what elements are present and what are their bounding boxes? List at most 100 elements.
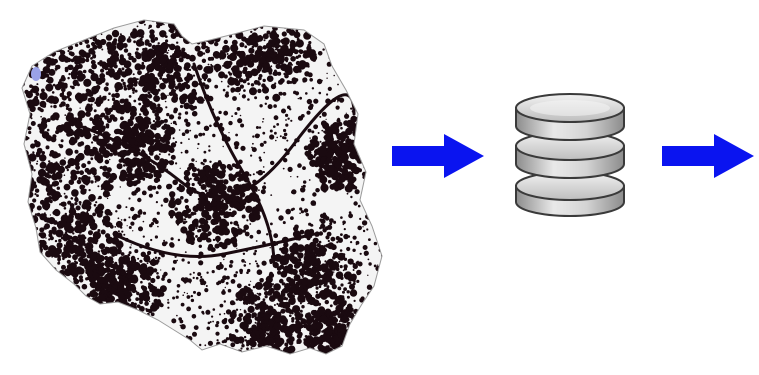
land-cover-patch bbox=[48, 58, 56, 66]
land-cover-patch bbox=[201, 73, 208, 80]
land-cover-patch bbox=[88, 230, 93, 236]
land-cover-patch bbox=[158, 107, 163, 112]
land-cover-patch bbox=[75, 170, 80, 175]
land-cover-patch bbox=[252, 12, 257, 17]
land-cover-patch bbox=[349, 356, 354, 361]
land-cover-patch bbox=[269, 337, 274, 341]
land-cover-patch bbox=[187, 278, 192, 283]
land-cover-patch bbox=[378, 189, 382, 195]
land-cover-patch bbox=[343, 79, 348, 84]
land-cover-patch bbox=[30, 51, 34, 55]
land-cover-patch bbox=[290, 63, 293, 66]
land-cover-patch bbox=[276, 136, 279, 139]
land-cover-patch bbox=[369, 109, 372, 112]
land-cover-patch bbox=[36, 83, 39, 86]
land-cover-patch bbox=[22, 172, 25, 176]
land-cover-patch bbox=[258, 302, 264, 308]
land-cover-patch bbox=[348, 213, 353, 219]
land-cover-patch bbox=[204, 288, 209, 293]
land-cover-patch bbox=[304, 292, 312, 299]
land-cover-patch bbox=[107, 365, 112, 370]
land-cover-patch bbox=[121, 309, 124, 312]
land-cover-patch bbox=[79, 57, 86, 64]
land-cover-patch bbox=[132, 230, 134, 232]
land-cover-patch bbox=[72, 171, 75, 175]
land-cover-patch bbox=[116, 273, 119, 276]
land-cover-patch bbox=[14, 141, 15, 148]
land-cover-patch bbox=[107, 297, 112, 303]
land-cover-patch bbox=[223, 339, 228, 343]
land-cover-patch bbox=[67, 107, 73, 112]
land-cover-patch bbox=[240, 145, 246, 151]
land-cover-patch bbox=[369, 215, 372, 217]
land-cover-patch bbox=[343, 120, 349, 126]
land-cover-patch bbox=[157, 256, 161, 260]
land-cover-patch bbox=[22, 46, 25, 55]
land-cover-patch bbox=[319, 115, 322, 118]
land-cover-patch bbox=[364, 102, 367, 105]
land-cover-patch bbox=[33, 169, 36, 172]
land-cover-patch bbox=[46, 293, 53, 300]
land-cover-patch bbox=[366, 334, 371, 340]
land-cover-patch bbox=[298, 22, 304, 28]
land-cover-patch bbox=[256, 65, 262, 71]
land-cover-patch bbox=[142, 211, 147, 215]
land-cover-patch bbox=[180, 324, 186, 330]
land-cover-patch bbox=[22, 180, 24, 186]
land-cover-patch bbox=[81, 346, 85, 351]
land-cover-patch bbox=[284, 56, 289, 62]
land-cover-patch bbox=[350, 324, 354, 327]
land-cover-patch bbox=[329, 358, 331, 360]
land-cover-patch bbox=[184, 26, 189, 32]
land-cover-patch bbox=[256, 321, 261, 327]
land-cover-patch bbox=[353, 166, 359, 172]
land-cover-patch bbox=[39, 281, 43, 286]
land-cover-patch bbox=[229, 169, 232, 171]
land-cover-patch bbox=[34, 339, 38, 344]
land-cover-patch bbox=[134, 249, 139, 254]
land-cover-patch bbox=[231, 115, 234, 118]
land-cover-patch bbox=[224, 267, 227, 271]
land-cover-patch bbox=[340, 6, 342, 8]
land-cover-patch bbox=[340, 153, 349, 162]
land-cover-patch bbox=[285, 208, 292, 215]
land-cover-patch bbox=[360, 24, 362, 27]
land-cover-patch bbox=[350, 195, 353, 199]
land-cover-patch bbox=[367, 258, 370, 261]
land-cover-patch bbox=[272, 70, 279, 76]
land-cover-patch bbox=[172, 296, 176, 300]
land-cover-patch bbox=[14, 359, 16, 362]
land-cover-patch bbox=[62, 257, 65, 261]
land-cover-patch bbox=[31, 258, 33, 260]
land-cover-patch bbox=[35, 162, 38, 165]
land-cover-patch bbox=[194, 361, 199, 366]
land-cover-patch bbox=[154, 235, 158, 239]
land-cover-patch bbox=[350, 241, 353, 244]
land-cover-patch bbox=[191, 314, 197, 319]
land-cover-patch bbox=[244, 25, 249, 30]
land-cover-patch bbox=[222, 45, 230, 53]
land-cover-patch bbox=[104, 115, 109, 120]
land-cover-patch bbox=[85, 88, 90, 93]
land-cover-patch bbox=[154, 256, 158, 259]
land-cover-patch bbox=[29, 244, 35, 251]
land-cover-patch bbox=[65, 32, 74, 41]
land-cover-patch bbox=[294, 20, 298, 21]
land-cover-patch bbox=[286, 367, 289, 370]
land-cover-patch bbox=[356, 32, 362, 38]
land-cover-patch bbox=[347, 341, 355, 349]
land-cover-patch bbox=[124, 367, 129, 370]
land-cover-patch bbox=[368, 130, 375, 137]
land-cover-patch bbox=[233, 11, 235, 13]
land-cover-patch bbox=[155, 201, 158, 204]
land-cover-patch bbox=[370, 80, 372, 82]
land-cover-patch bbox=[387, 229, 392, 234]
land-cover-patch bbox=[197, 147, 199, 150]
land-cover-patch bbox=[191, 182, 195, 187]
land-cover-patch bbox=[177, 20, 183, 22]
land-cover-patch bbox=[43, 29, 51, 37]
land-cover-patch bbox=[389, 76, 392, 79]
land-cover-patch bbox=[370, 139, 377, 145]
land-cover-patch bbox=[73, 284, 81, 292]
land-cover-patch bbox=[349, 289, 358, 297]
